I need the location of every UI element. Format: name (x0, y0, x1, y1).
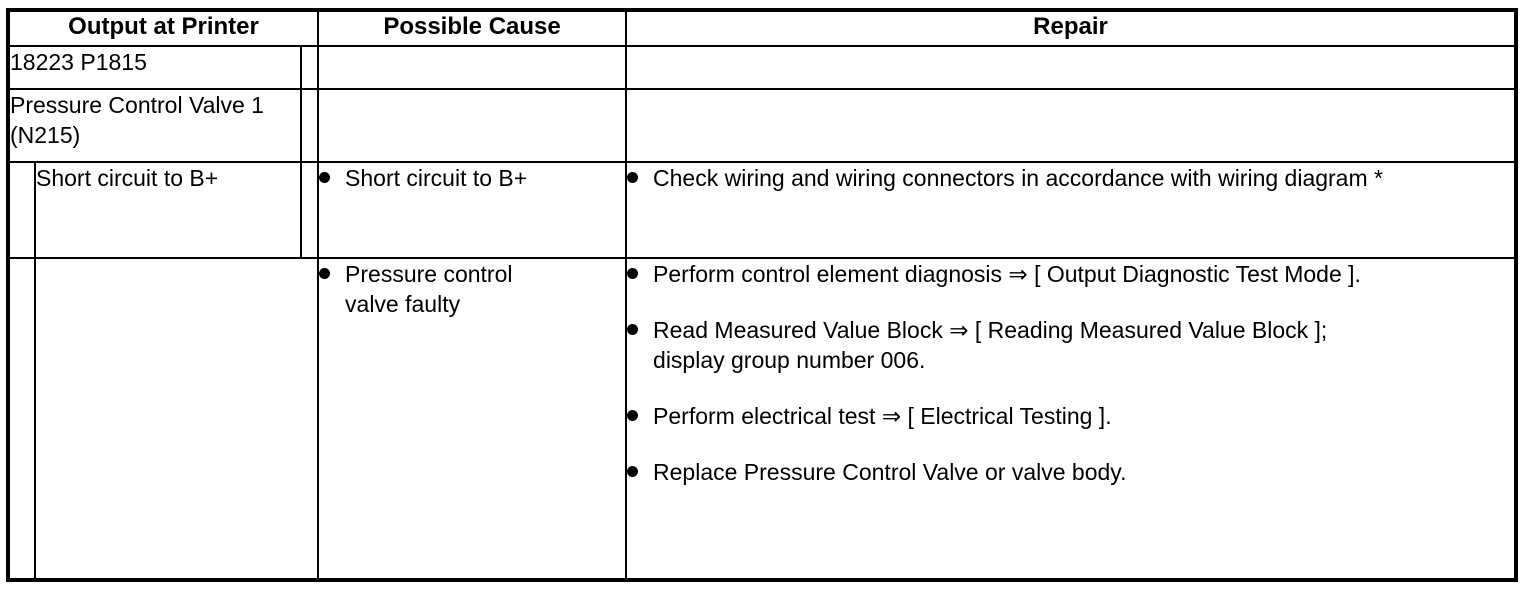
header-row: Output at Printer Possible Cause Repair (6, 9, 1518, 47)
indent-cell (7, 257, 36, 581)
repair-text: Read Measured Value Block ⇒ [ Reading Me… (653, 317, 1328, 373)
repair-item: Check wiring and wiring connectors in ac… (628, 164, 1514, 193)
bullet-icon (628, 172, 639, 183)
repair-text: Check wiring and wiring connectors in ac… (653, 165, 1383, 191)
repair-item: Replace Pressure Control Valve or valve … (628, 457, 1514, 487)
empty-cause-cell (317, 88, 628, 163)
fault-output-cell: Short circuit to B+ (34, 161, 302, 259)
header-repair: Repair (625, 9, 1518, 47)
bullet-icon (320, 268, 331, 279)
fault-row-short-circuit: Short circuit to B+ Short circuit to B+ … (7, 161, 1518, 259)
cause-text: Pressure control valve faulty (345, 261, 513, 317)
dtc-fault-table: Output at Printer Possible Cause Repair … (6, 8, 1519, 582)
repair-cell: Perform control element diagnosis ⇒ [ Ou… (625, 257, 1518, 581)
repair-text: Perform electrical test ⇒ [ Electrical T… (653, 403, 1112, 429)
repair-text: Perform control element diagnosis ⇒ [ Ou… (653, 261, 1361, 287)
empty-repair-cell (625, 88, 1518, 163)
spacer-cell (299, 161, 320, 259)
empty-cause-cell (317, 45, 628, 90)
bullet-icon (628, 466, 639, 477)
dtc-code-cell: 18223 P1815 (7, 45, 302, 90)
repair-cell: Check wiring and wiring connectors in ac… (625, 161, 1518, 259)
dtc-code-row: 18223 P1815 (7, 45, 1518, 90)
repair-item: Read Measured Value Block ⇒ [ Reading Me… (628, 315, 1514, 375)
repair-item: Perform electrical test ⇒ [ Electrical T… (628, 401, 1514, 431)
empty-output-cell (33, 257, 320, 581)
cause-item: Pressure control valve faulty (320, 260, 624, 319)
dtc-component-row: Pressure Control Valve 1 (N215) (7, 88, 1518, 163)
spacer-cell (299, 45, 320, 90)
bullet-icon (628, 410, 639, 421)
cause-text: Short circuit to B+ (345, 165, 528, 191)
bullet-icon (320, 172, 331, 183)
spacer-cell (299, 88, 320, 163)
empty-repair-cell (625, 45, 1518, 90)
cause-cell: Short circuit to B+ (317, 161, 628, 259)
header-output-at-printer: Output at Printer (6, 9, 320, 47)
cause-item: Short circuit to B+ (320, 164, 624, 193)
fault-row-valve-faulty: Pressure control valve faulty Perform co… (7, 257, 1518, 581)
dtc-component-cell: Pressure Control Valve 1 (N215) (7, 88, 302, 163)
indent-cell (7, 161, 36, 259)
header-possible-cause: Possible Cause (317, 9, 628, 47)
bullet-icon (628, 268, 639, 279)
repair-item: Perform control element diagnosis ⇒ [ Ou… (628, 260, 1514, 289)
repair-text: Replace Pressure Control Valve or valve … (653, 459, 1127, 485)
bullet-icon (628, 324, 639, 335)
cause-cell: Pressure control valve faulty (317, 257, 628, 581)
